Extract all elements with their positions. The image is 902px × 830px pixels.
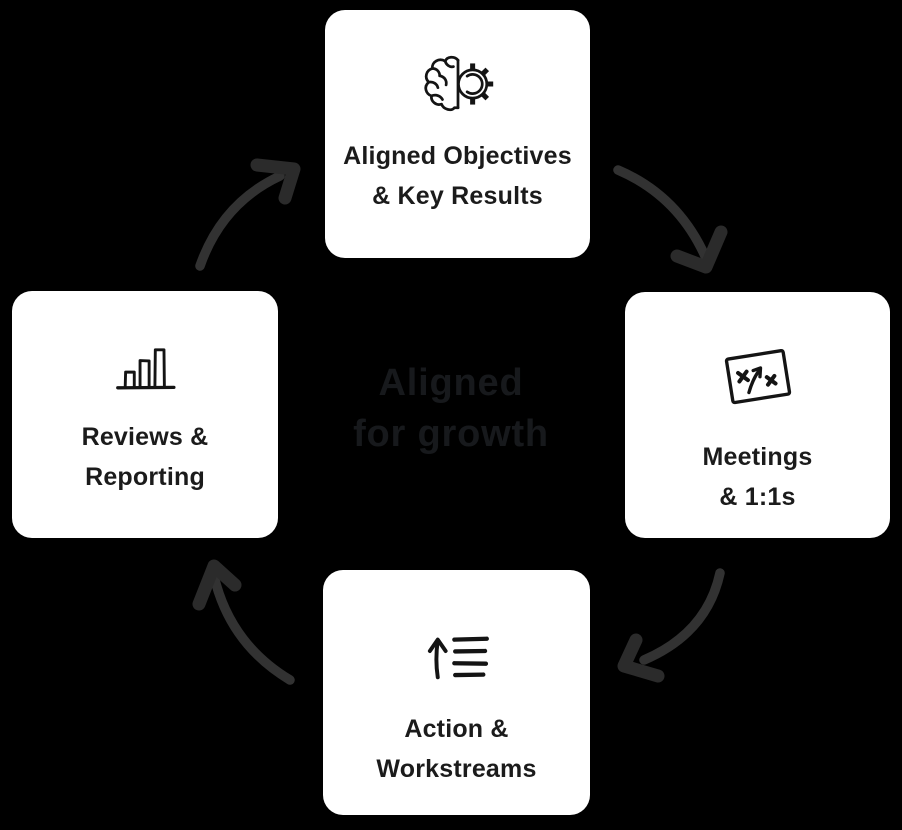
card-label-line: Reporting [85,462,205,491]
arrow-bottom-to-left-icon [192,559,295,685]
card-action-workstreams: Action & Workstreams [323,570,590,815]
card-reviews-reporting: Reviews & Reporting [12,291,278,538]
center-caption-line: Aligned [378,362,524,404]
sort-ascending-icon [422,627,492,689]
card-label-line: & Key Results [372,182,543,210]
card-label: Action & Workstreams [376,709,536,789]
brain-gear-icon [421,52,495,116]
card-label-line: Workstreams [376,754,537,783]
bar-chart-icon [112,339,178,397]
card-label-line: Aligned Objectives [343,142,572,170]
arrow-right-to-bottom-icon [617,568,725,683]
arrow-left-to-top-icon [195,158,301,271]
arrow-top-to-right-icon [613,165,728,274]
card-aligned-objectives: Aligned Objectives & Key Results [325,10,590,258]
card-label-line: & 1:1s [719,482,796,511]
card-label-line: Reviews & [81,422,209,451]
card-meetings: Meetings & 1:1s [625,292,890,538]
center-caption-line: for growth [353,413,549,455]
center-caption: Aligned for growth [0,358,902,460]
strategy-icon [715,340,801,417]
card-label: Meetings & 1:1s [703,437,813,517]
card-label-line: Action & [404,714,509,743]
card-label-line: Meetings [702,442,813,471]
card-label: Reviews & Reporting [82,417,209,497]
card-label: Aligned Objectives & Key Results [343,136,572,216]
